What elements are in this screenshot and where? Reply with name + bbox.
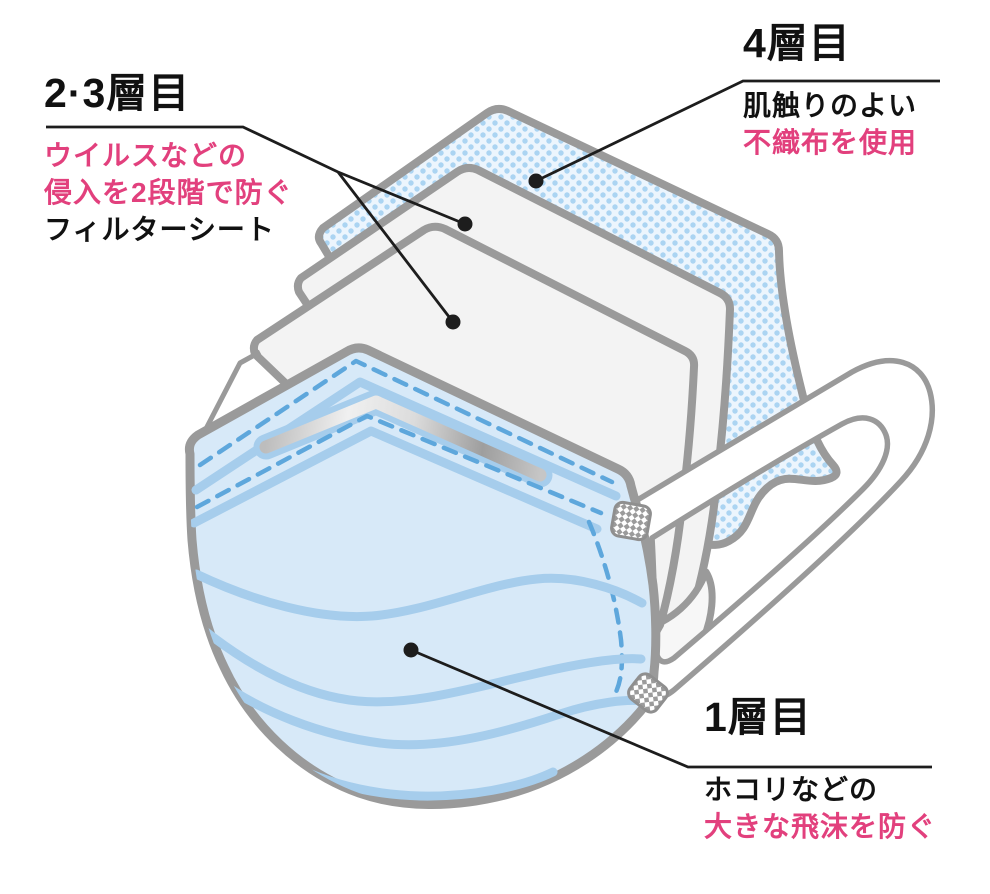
annotation-line: 大きな飛沫を防ぐ: [704, 811, 937, 843]
leader-layer4: [535, 79, 940, 183]
annotation-line: 侵入を2段階で防ぐ: [44, 177, 293, 209]
stitch-line-mid: [194, 413, 604, 516]
annotation-layer-4: 4層目 肌触りのよい 不織布を使用: [743, 20, 918, 161]
dot-layer3: [457, 216, 473, 232]
leader-layer1: [410, 648, 932, 769]
annotation-line: ホコリなどの: [704, 774, 879, 806]
dot-layer4: [528, 173, 544, 189]
pleat-2: [200, 626, 646, 707]
weld-tab-bottom: [627, 672, 669, 714]
weld-tab-top: [610, 500, 652, 542]
annotation-line: 肌触りのよい: [743, 90, 918, 122]
stitch-line-top: [197, 358, 615, 485]
leader-layer23: [46, 125, 466, 323]
stitch-line-right: [586, 519, 625, 695]
pleat-1: [191, 569, 647, 622]
annotation-layers-2-3: 2·3層目 ウイルスなどの 侵入を2段階で防ぐ フィルターシート: [44, 70, 293, 248]
annotation-layer-1: 1層目 ホコリなどの 大きな飛沫を防ぐ: [704, 694, 937, 845]
annotation-line: ウイルスなどの: [44, 140, 248, 172]
leader-lines: [46, 79, 940, 769]
annotation-heading-1: 1層目: [704, 694, 812, 740]
nose-wire: [259, 395, 547, 482]
annotation-line: 不織布を使用: [743, 127, 918, 159]
pleat-3: [215, 677, 648, 750]
dot-layer2: [445, 314, 461, 330]
annotation-line: フィルターシート: [44, 214, 275, 246]
annotation-heading-2-3: 2·3層目: [44, 70, 191, 116]
fold-line-lower: [189, 426, 602, 534]
leader-dots: [403, 173, 544, 658]
ear-loop-left-tip: [191, 349, 262, 454]
annotation-heading-4: 4層目: [743, 20, 851, 66]
dot-layer1: [403, 642, 419, 658]
